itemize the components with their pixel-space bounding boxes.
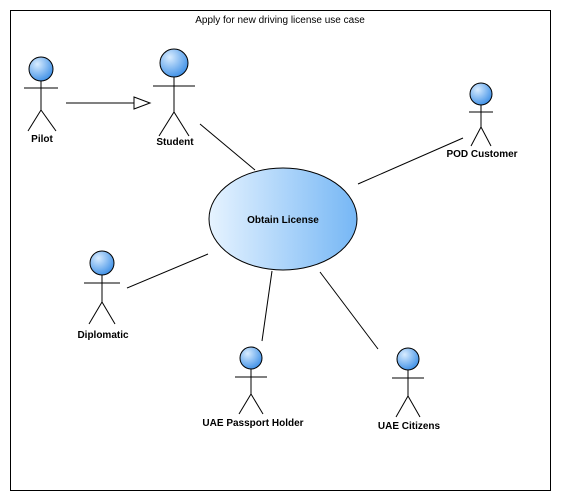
actor-label-uae-passport-holder: UAE Passport Holder <box>202 418 303 429</box>
actor-label-pilot: Pilot <box>31 134 53 145</box>
actor-student[interactable]: Student <box>153 48 195 148</box>
actor-head-icon <box>239 346 263 370</box>
association-pod-customer-obtain-license[interactable] <box>357 137 464 185</box>
actor-label-pod-customer: POD Customer <box>446 149 517 160</box>
use-case-obtain-license[interactable]: Obtain License <box>208 167 358 271</box>
generalization-arrowhead <box>133 96 152 110</box>
association-uae-passport-holder-obtain-license[interactable] <box>261 270 273 342</box>
actor-head-icon <box>159 48 189 78</box>
association-uae-citizens-obtain-license[interactable] <box>319 271 379 350</box>
association-diplomatic-obtain-license[interactable] <box>126 253 209 289</box>
actor-label-diplomatic: Diplomatic <box>77 330 129 341</box>
actor-uae-passport-holder[interactable]: UAE Passport Holder <box>202 346 304 429</box>
generalization-pilot-student[interactable] <box>66 96 152 110</box>
actor-pod-customer[interactable]: POD Customer <box>446 82 518 160</box>
actor-uae-citizens[interactable]: UAE Citizens <box>378 347 441 432</box>
actor-pilot[interactable]: Pilot <box>24 56 58 145</box>
actor-head-icon <box>28 56 54 82</box>
actor-head-icon <box>89 250 115 276</box>
actor-label-student: Student <box>156 137 194 148</box>
diagram-title: Apply for new driving license use case <box>195 15 365 26</box>
use-case-ellipse[interactable] <box>208 167 358 271</box>
actor-head-icon <box>396 347 420 371</box>
actor-diplomatic[interactable]: Diplomatic <box>77 250 129 341</box>
use-case-label: Obtain License <box>247 215 319 226</box>
association-student-obtain-license[interactable] <box>199 123 256 171</box>
actor-label-uae-citizens: UAE Citizens <box>378 421 441 432</box>
actor-head-icon <box>469 82 493 106</box>
